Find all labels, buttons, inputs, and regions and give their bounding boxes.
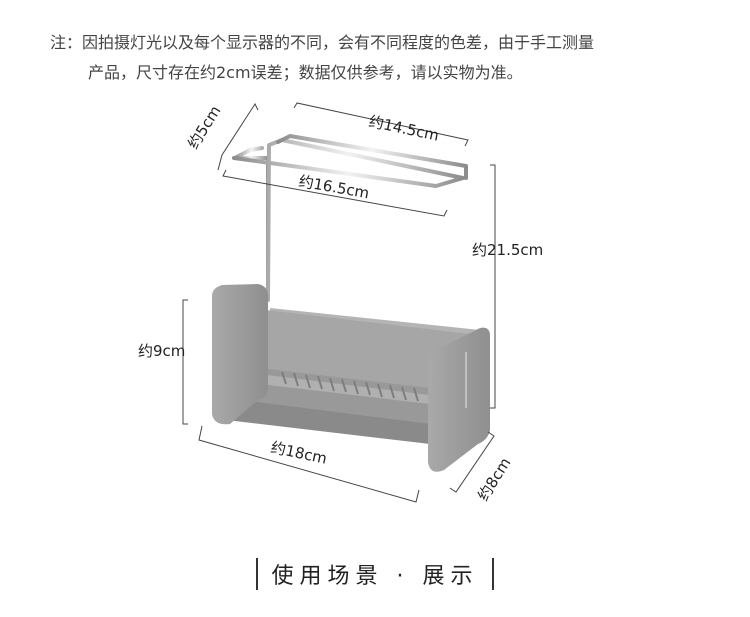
towel-rail <box>232 134 468 334</box>
disclaimer-line-1: 注：因拍摄灯光以及每个显示器的不同，会有不同程度的色差，由于手工测量 <box>50 33 595 52</box>
dim-line-rail-width <box>293 102 469 147</box>
title-divider-left <box>255 558 258 590</box>
disclaimer-line-2: 产品，尺寸存在约2cm误差；数据仅供参考，请以实物为准。 <box>88 63 523 82</box>
dim-line-length <box>198 425 420 503</box>
dim-line-basket-height <box>182 299 188 425</box>
drain-basket <box>212 284 490 472</box>
dim-label-length: 约18cm <box>269 438 328 467</box>
section-title: 使用场景 · 展示 <box>0 552 750 596</box>
dim-line-depth-top <box>217 102 259 171</box>
dim-line-depth <box>449 431 495 493</box>
dim-label-rail-width: 约14.5cm <box>367 112 440 144</box>
dim-label-depth-top: 约5cm <box>184 102 224 152</box>
dim-label-basket-height: 约9cm <box>138 342 185 360</box>
drain-slots <box>281 371 419 402</box>
dim-line-height-total <box>490 164 496 409</box>
dim-label-height-total: 约21.5cm <box>472 241 543 259</box>
section-title-text: 使用场景 · 展示 <box>271 564 479 589</box>
title-divider-right <box>492 558 495 590</box>
dim-label-depth: 约8cm <box>474 454 514 504</box>
disclaimer-note: 注：因拍摄灯光以及每个显示器的不同，会有不同程度的色差，由于手工测量 产品，尺寸… <box>50 28 730 88</box>
dimension-lines <box>182 102 496 503</box>
dim-line-rail-outer <box>222 169 448 217</box>
